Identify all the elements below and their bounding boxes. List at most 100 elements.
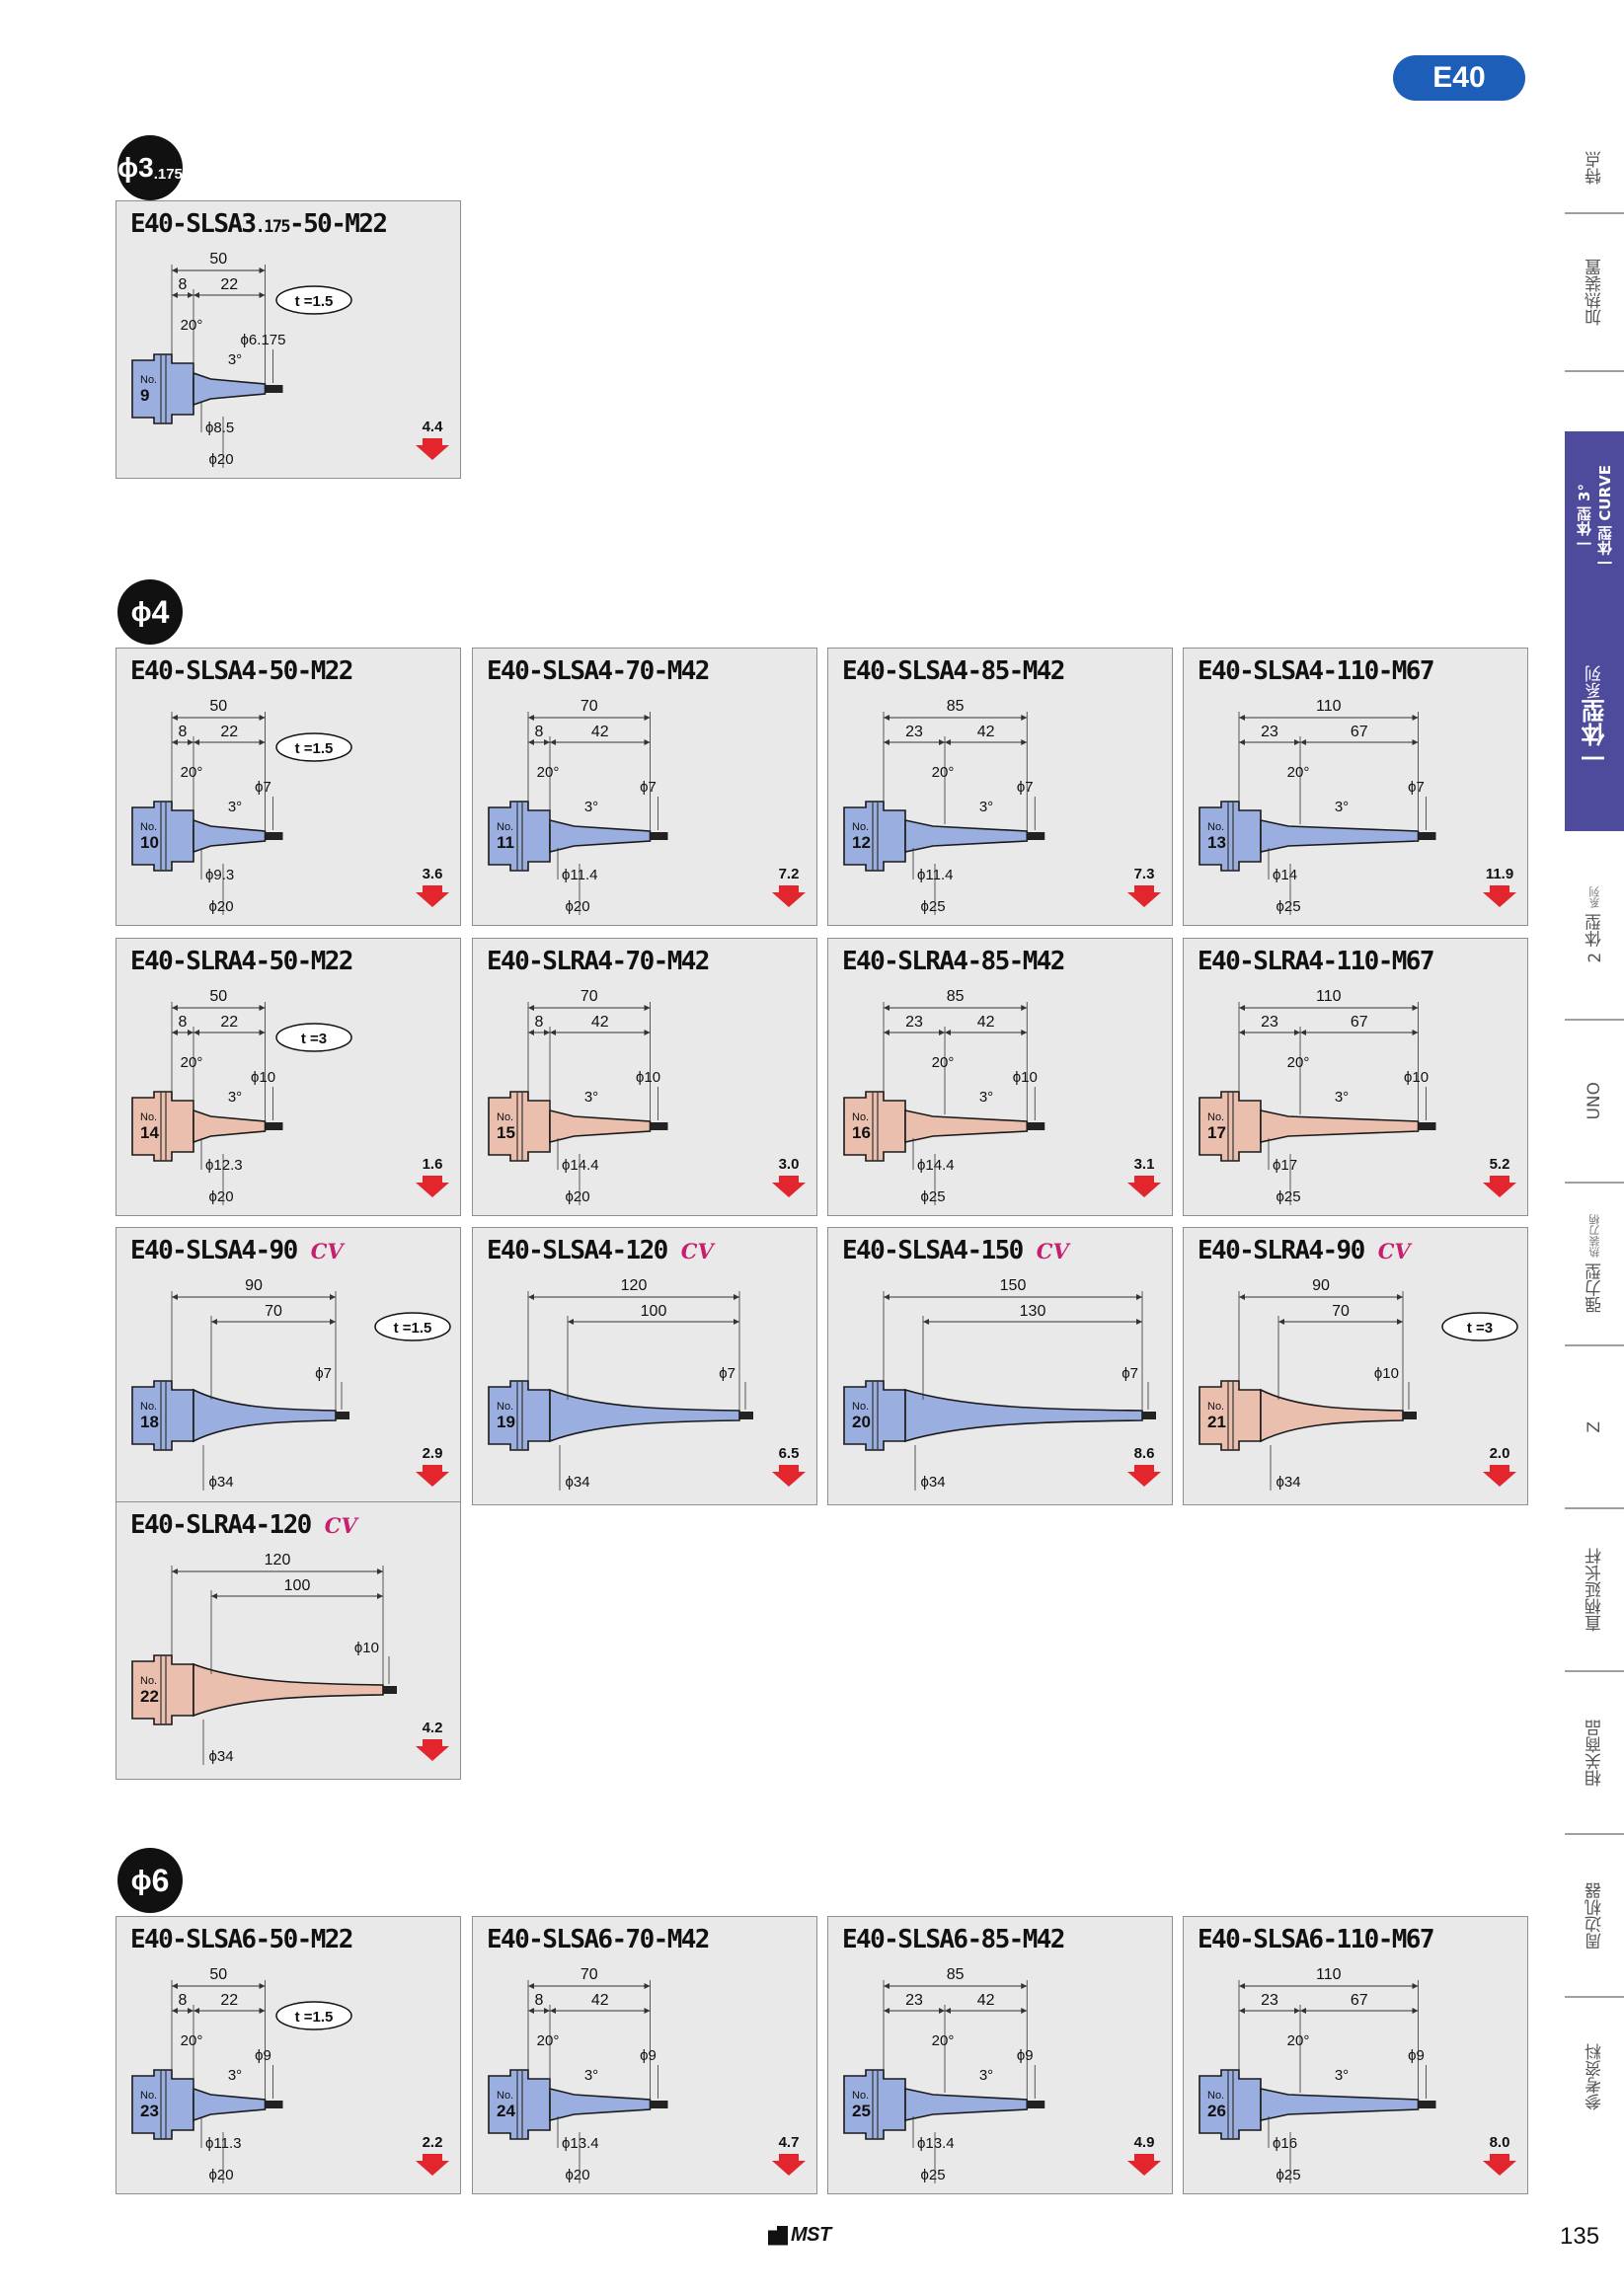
tool-number: 18	[140, 1413, 159, 1431]
tool-number-label: No.	[1207, 1401, 1224, 1413]
tool-number: 25	[852, 2102, 871, 2120]
dim-segment-a-arrow-left	[1239, 2008, 1245, 2014]
dim-total-length-arrow-left	[528, 715, 534, 721]
nav-item-z[interactable]: Z	[1565, 1346, 1624, 1509]
base-diameter-label: ϕ25	[920, 2167, 945, 2183]
total-length-label: 70	[580, 1966, 598, 1983]
nav-item-2piece-series[interactable]: 2 体型 系列	[1565, 831, 1624, 1021]
nav-item-straight-shank-extension[interactable]: 直柄延长杆	[1565, 1509, 1624, 1672]
holder-body	[1199, 1091, 1262, 1162]
base-diameter-label: ϕ34	[565, 1474, 589, 1491]
nav-item-integral-series[interactable]: 一体型系列	[1565, 604, 1624, 831]
dim-segment-b-arrow-left	[1300, 1030, 1306, 1035]
product-model: E40-SLSA6-85-M42	[842, 1925, 1065, 1954]
dim-segment-a-arrow-right	[1294, 739, 1300, 745]
nav-item-heavy-duty[interactable]: 强力型 热装刀柄	[1565, 1184, 1624, 1346]
weight-arrow-icon	[1483, 1465, 1516, 1487]
angle-20-label: 20°	[932, 1054, 955, 1071]
total-length-label: 85	[947, 698, 965, 715]
dim-segment-b-arrow-left	[193, 739, 199, 745]
nav-item-integral-3deg-curve[interactable]: 一体型 3° 一体型 CURVE	[1565, 431, 1624, 604]
nav-item-heating-device[interactable]: 加热装置	[1565, 214, 1624, 372]
neck-diameter-label: ϕ14.4	[562, 1157, 599, 1174]
dim-total-length-arrow-right	[734, 1294, 739, 1300]
model-code-sub: .175	[255, 217, 290, 237]
dim-total-length-arrow-right	[1397, 1294, 1403, 1300]
tip-diameter-label: ϕ7	[1121, 1365, 1138, 1382]
product-model: E40-SLSA6-70-M42	[487, 1925, 710, 1954]
model-code: E40-SLRA4-110-M67	[1198, 947, 1435, 976]
nav-item-uno[interactable]: UNO	[1565, 1021, 1624, 1184]
nav-label: 2 体型 系列	[1583, 886, 1607, 963]
model-code: E40-SLSA3	[130, 209, 257, 239]
weight-value: 3.1	[1134, 1156, 1155, 1173]
dim-total-length-arrow-right	[330, 1294, 336, 1300]
nav-item-reference[interactable]: 参考资料	[1565, 1998, 1624, 2156]
cv-mark: CV	[324, 1513, 357, 1538]
cutting-tool	[265, 385, 283, 393]
nav-label: 一体型系列	[1578, 665, 1612, 770]
section-diameter: 3	[138, 152, 154, 183]
tip-diameter-label: ϕ10	[636, 1069, 660, 1086]
product-model: E40-SLSA4-90 CV	[130, 1236, 344, 1265]
tip-diameter-label: ϕ9	[640, 2047, 657, 2064]
holder-body	[843, 801, 906, 872]
base-diameter-label: ϕ20	[565, 898, 589, 915]
cutting-tool	[650, 1122, 668, 1130]
product-model: E40-SLRA4-120 CV	[130, 1510, 357, 1540]
weight-arrow-icon	[1127, 1465, 1161, 1487]
cv-mark: CV	[1036, 1239, 1069, 1263]
dim-segment-b-arrow-left	[945, 1030, 951, 1035]
base-diameter-label: ϕ20	[208, 898, 233, 915]
nav-item-related-products[interactable]: 相关商品	[1565, 1672, 1624, 1835]
tip-diameter-label: ϕ7	[1408, 779, 1425, 796]
phi-symbol: ϕ	[130, 1865, 152, 1895]
tip-diameter-label: ϕ7	[719, 1365, 735, 1382]
dim-reach-arrow-right	[734, 1319, 739, 1325]
neck-diameter-label: ϕ16	[1273, 2135, 1297, 2152]
dim-total-length-arrow-right	[259, 1983, 266, 1989]
dim-total-length-arrow-left	[884, 1294, 889, 1300]
holder-body	[131, 1091, 194, 1162]
segment-b-label: 42	[977, 1014, 995, 1031]
tip-diameter-label: ϕ7	[315, 1365, 332, 1382]
segment-a-label: 23	[1261, 1014, 1278, 1031]
series-badge: E40	[1393, 55, 1525, 101]
dim-total-length-arrow-left	[528, 1983, 534, 1989]
t-tolerance-oval	[275, 2001, 352, 2030]
dim-reach-arrow-right	[1136, 1319, 1142, 1325]
holder-shank	[193, 371, 267, 407]
tool-number-label: No.	[1207, 1111, 1224, 1123]
dim-total-length-arrow-left	[1239, 715, 1245, 721]
dim-segment-b-arrow-left	[193, 292, 199, 298]
angle-3-label: 3°	[1335, 1089, 1349, 1106]
holder-body	[843, 2069, 906, 2140]
weight-value: 2.0	[1490, 1445, 1510, 1462]
tool-number: 22	[140, 1687, 159, 1706]
cutting-tool	[383, 1686, 397, 1694]
nav-label: 加热装置	[1585, 259, 1605, 326]
weight-value: 2.2	[423, 2134, 443, 2151]
dim-segment-a-arrow-left	[884, 739, 889, 745]
nav-label-small: 热装刀柄	[1587, 1214, 1601, 1259]
tip-diameter-label: ϕ10	[251, 1069, 275, 1086]
nav-item-features[interactable]: 特点	[1565, 123, 1624, 214]
dim-total-length-arrow-left	[1239, 1005, 1245, 1011]
dim-segment-b-arrow-right	[259, 1030, 266, 1035]
t-tolerance-label: t =1.5	[394, 1320, 432, 1337]
model-code: E40-SLSA6-70-M42	[487, 1925, 710, 1954]
reach-label: 70	[1332, 1303, 1350, 1320]
dim-reach-arrow-left	[568, 1319, 574, 1325]
weight-value: 8.0	[1490, 2134, 1510, 2151]
segment-b-label: 42	[591, 1014, 609, 1031]
neck-diameter-label: ϕ13.4	[562, 2135, 599, 2152]
nav-item-peripheral-equipment[interactable]: 周边机器	[1565, 1835, 1624, 1998]
